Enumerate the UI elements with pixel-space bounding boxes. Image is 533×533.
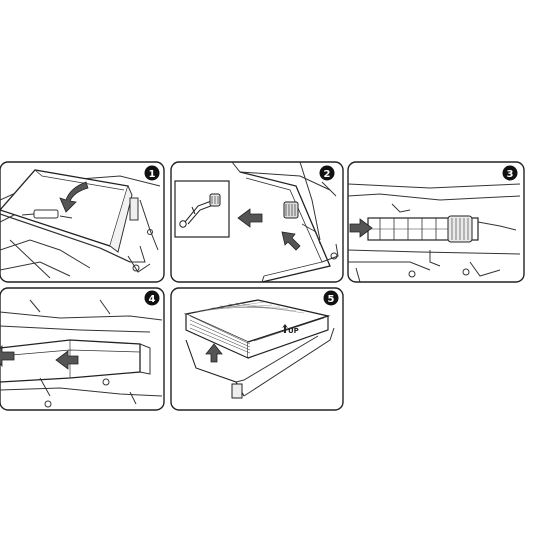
arrow-left-icon-large xyxy=(0,344,15,368)
step-number-4: 4 xyxy=(149,294,156,305)
step-badge-5 xyxy=(323,290,339,306)
rotate-arrow-icon xyxy=(59,181,89,213)
step-3-panel: 3 xyxy=(347,161,525,283)
step-badge-4 xyxy=(144,290,160,306)
step-1-panel: 1 xyxy=(0,161,165,283)
detail-inset xyxy=(174,180,230,238)
step-number-5: 5 xyxy=(328,294,335,305)
arrow-right-icon xyxy=(349,218,373,238)
step-2-panel: 2 xyxy=(170,161,344,283)
arrow-left-icon xyxy=(237,208,263,228)
step-5-panel: UP 5 xyxy=(170,287,344,411)
arrow-up-left-icon xyxy=(281,231,301,251)
arrow-left-icon-small xyxy=(55,350,79,370)
step-number-1: 1 xyxy=(149,169,156,180)
step-badge-1 xyxy=(144,165,160,181)
step-badge-2 xyxy=(319,165,335,181)
step-number-2: 2 xyxy=(324,169,331,180)
up-arrow-glyph-icon xyxy=(282,324,288,333)
arrow-up-icon xyxy=(205,343,223,363)
step-badge-3 xyxy=(502,165,518,181)
step-number-3: 3 xyxy=(507,169,514,180)
filter-up-label: UP xyxy=(288,327,299,335)
step-4-panel: 4 xyxy=(0,287,165,411)
